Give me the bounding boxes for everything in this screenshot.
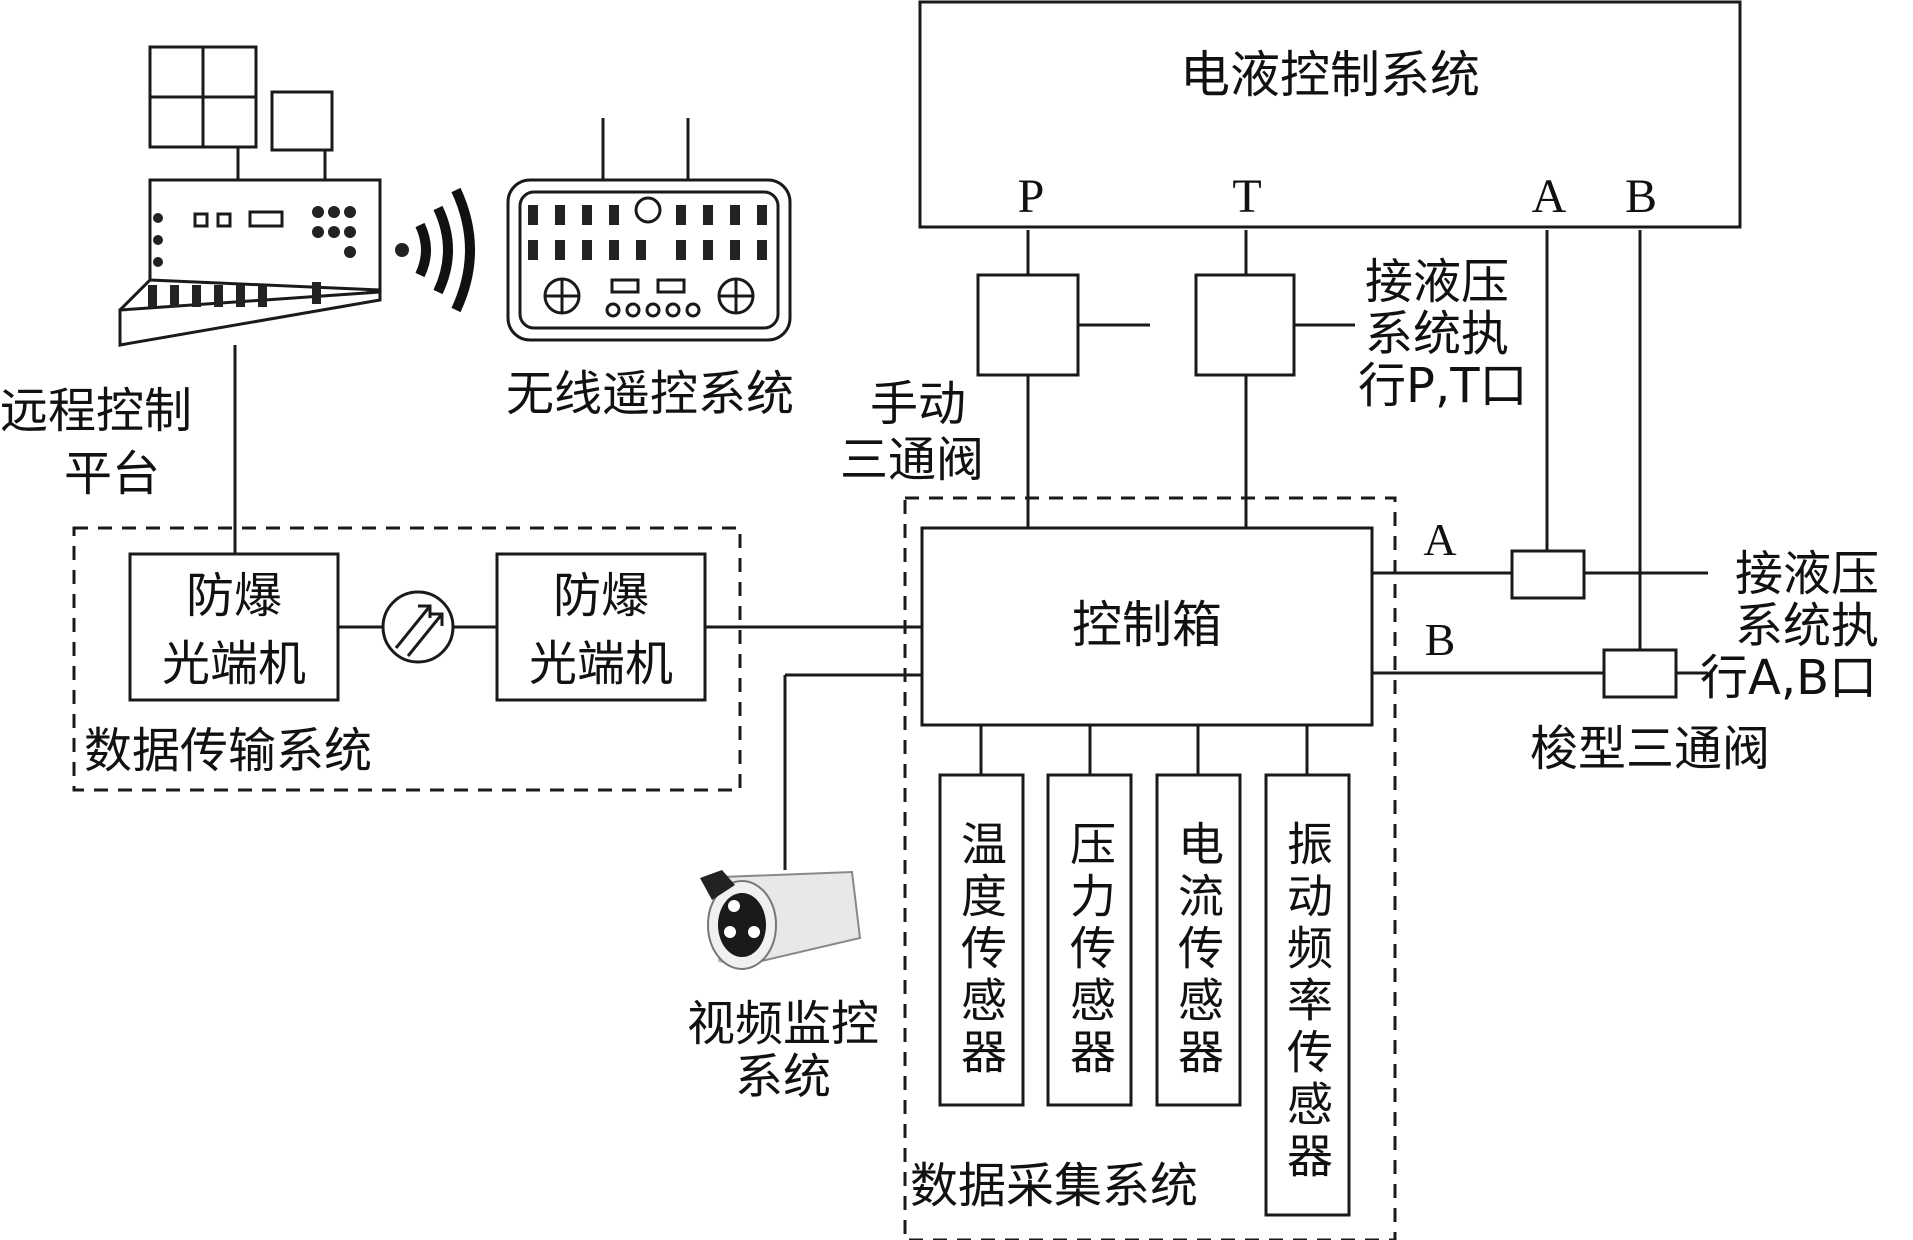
sensor-vibration-label: 振动频率传感器 [1280, 820, 1334, 1184]
manual-valve-line2: 三通阀 [840, 432, 984, 488]
ab-connect-line1: 接液压 [1735, 546, 1879, 602]
data-transmission-region [72, 526, 742, 792]
sensor-temp-box [938, 773, 1025, 1107]
port-p-label: P [1018, 170, 1045, 223]
optical-terminal-left-line2: 光端机 [162, 636, 306, 692]
pt-connect-line1: 接液压 [1365, 254, 1509, 310]
optical-terminal-left-line1: 防爆 [186, 568, 282, 624]
sensor-temp-label: 温度传感器 [954, 820, 1008, 1080]
sensor-pressure-box [1046, 773, 1133, 1107]
optical-terminal-right [495, 552, 707, 702]
ehc-title: 电液控制系统 [1180, 46, 1480, 104]
remote-platform-line1: 远程控制 [0, 383, 192, 439]
video-line2: 系统 [735, 1049, 831, 1105]
ehc-box [918, 0, 1742, 229]
pt-connect-line3: 行P,T口 [1358, 358, 1528, 414]
manual-valve-p [976, 273, 1080, 377]
ab-connect-line3: 行A,B口 [1700, 650, 1877, 706]
shuttle-valve-label: 梭型三通阀 [1530, 721, 1770, 777]
optical-terminal-right-line1: 防爆 [553, 568, 649, 624]
sensor-current-box [1155, 773, 1242, 1107]
line-a-label: A [1423, 514, 1456, 565]
sensor-current-label: 电流传感器 [1171, 820, 1225, 1080]
data-transmission-label: 数据传输系统 [84, 723, 372, 779]
wireless-label: 无线遥控系统 [506, 366, 794, 422]
sensor-vibration-box [1264, 773, 1351, 1217]
manual-valve-t [1194, 273, 1296, 377]
camera-icon [700, 870, 862, 970]
line-b-label: B [1425, 614, 1456, 665]
optical-terminal-right-line2: 光端机 [529, 636, 673, 692]
control-console-icon [118, 45, 382, 347]
data-acquisition-region [903, 496, 1397, 1240]
shuttle-valve-b [1602, 648, 1678, 699]
optical-fiber-icon [381, 590, 455, 664]
sensor-pressure-label: 压力传感器 [1063, 820, 1117, 1080]
video-line1: 视频监控 [687, 996, 879, 1052]
remote-platform-line2: 平台 [64, 446, 160, 502]
shuttle-valve-a [1510, 549, 1586, 600]
pt-connect-line2: 系统执 [1365, 306, 1509, 362]
wireless-signal-icon [395, 187, 475, 313]
port-b-label: B [1625, 170, 1657, 223]
data-acquisition-label: 数据采集系统 [910, 1158, 1198, 1214]
port-a-label: A [1532, 170, 1567, 223]
manual-valve-line1: 手动 [870, 376, 966, 432]
control-box [920, 526, 1374, 727]
remote-controller-icon [506, 118, 792, 342]
port-t-label: T [1232, 170, 1261, 223]
ab-connect-line2: 系统执 [1735, 598, 1879, 654]
control-box-label: 控制箱 [1072, 596, 1222, 654]
